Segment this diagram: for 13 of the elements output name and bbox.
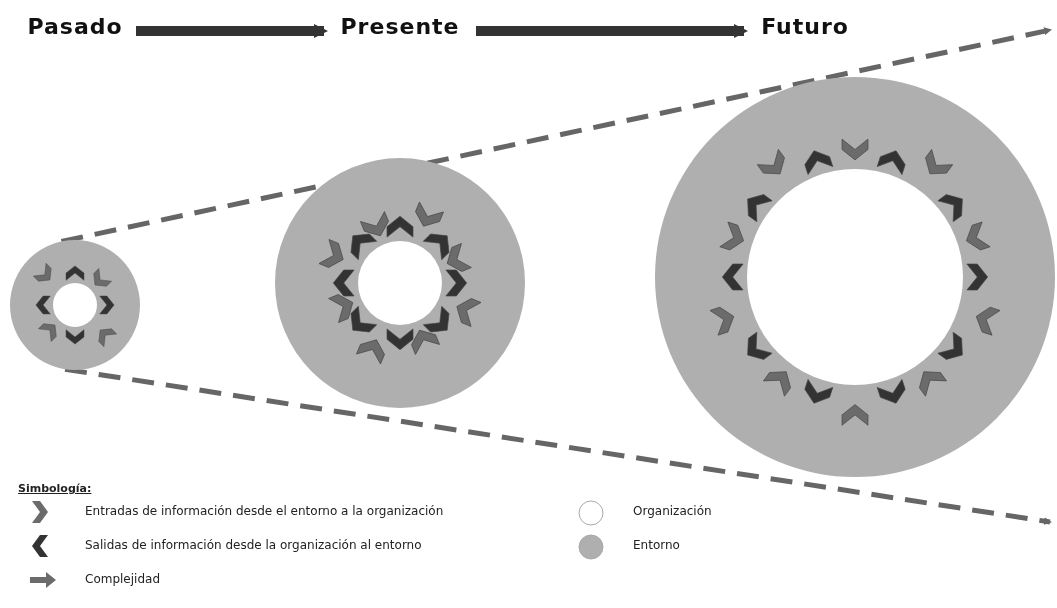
arrow — [60, 27, 1052, 244]
arrow — [64, 366, 1052, 526]
arrow — [476, 24, 748, 38]
legend-heading: Simbología: — [18, 482, 92, 495]
legend-label: Salidas de información desde la organización al entorno — [85, 538, 422, 552]
legend-label: Entradas de información desde el entorno a la organización — [85, 504, 444, 518]
arrow — [136, 24, 328, 38]
legend-label: Complejidad — [85, 572, 160, 586]
legend-label: Organización — [633, 504, 712, 518]
stage-title: Futuro — [761, 14, 849, 39]
stage-title: Pasado — [27, 14, 123, 39]
legend-label: Entorno — [633, 538, 680, 552]
stage-title: Presente — [340, 14, 460, 39]
